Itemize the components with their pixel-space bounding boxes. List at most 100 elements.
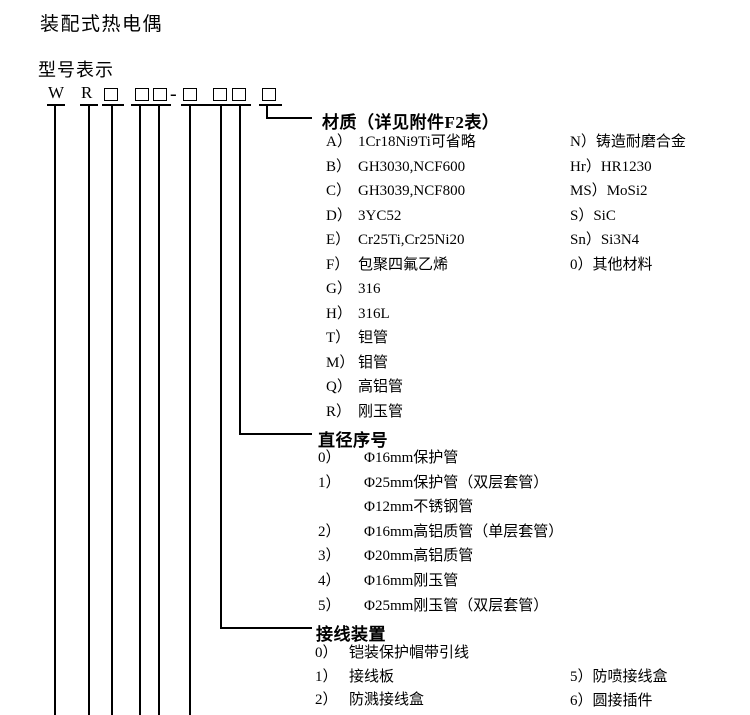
item-code: Hr） (570, 158, 601, 175)
list-item: A） 1Cr18Ni9Ti可省略 (326, 130, 476, 155)
item-name: 钼管 (358, 354, 389, 371)
item-name: GH3039,NCF800 (358, 183, 466, 199)
list-item: S）SiC (570, 204, 686, 229)
item-name: Φ16mm高铝质管（单层套管） (364, 523, 564, 540)
branch-line-diameter-horizontal (239, 433, 312, 435)
item-code: Q） (326, 379, 352, 395)
underline-box-1 (102, 104, 124, 106)
item-code: 2） (318, 523, 341, 540)
item-name: Si3N4 (600, 232, 640, 248)
item-code: G） (326, 281, 352, 297)
item-code: 6） (570, 692, 593, 709)
drop-line-box-3 (158, 106, 160, 715)
branch-line-material-horizontal (266, 117, 312, 119)
list-item: 3） Φ20mm高铝质管 (318, 544, 563, 569)
drop-line-box-4 (189, 106, 191, 715)
drop-line-r (88, 106, 90, 715)
item-code: S） (570, 207, 594, 224)
item-code: H） (326, 305, 352, 322)
section-heading-junction: 接线装置 (316, 625, 386, 644)
page-subtitle: 型号表示 (38, 60, 114, 80)
drop-line-w (54, 106, 56, 715)
item-name: 高铝管 (358, 379, 404, 395)
item-code: E） (326, 232, 351, 248)
list-item: 5）防喷接线盒 (570, 666, 668, 690)
item-code: T） (326, 330, 351, 346)
item-name: MoSi2 (606, 183, 648, 199)
branch-line-material-vertical (266, 106, 268, 119)
drop-line-box-2 (139, 106, 141, 715)
model-code-box-7 (262, 88, 276, 101)
item-code: 3） (318, 548, 341, 565)
list-item: 0） Φ16mm保护管 (318, 446, 563, 471)
item-name: Φ25mm刚玉管（双层套管） (364, 597, 549, 614)
item-code: 1） (315, 668, 338, 685)
item-code: 0） (315, 645, 338, 661)
item-code: 4） (318, 572, 341, 589)
branch-line-junction-vertical (220, 106, 222, 629)
item-name: 1Cr18Ni9Ti可省略 (358, 134, 476, 150)
model-code-letter-r: R (81, 83, 93, 102)
item-code: 0） (318, 450, 341, 466)
item-name: 刚玉管 (358, 403, 404, 420)
item-name: Φ12mm不锈钢管 (364, 499, 474, 516)
item-name: 防溅接线盒 (349, 692, 425, 709)
item-code: A） (326, 134, 352, 150)
list-item: Hr）HR1230 (570, 155, 686, 180)
list-item: 1）Φ25mm保护管（双层套管） (318, 471, 563, 496)
item-name: GH3030,NCF600 (358, 158, 466, 175)
item-code: C） (326, 183, 352, 199)
item-name: 铸造耐磨合金 (595, 134, 686, 150)
item-name: 接线板 (349, 668, 395, 685)
list-item: R） 刚玉管 (326, 400, 476, 425)
list-item: Q） 高铝管 (326, 375, 476, 400)
item-name: 3YC52 (358, 207, 402, 224)
list-item: E） Cr25Ti,Cr25Ni20 (326, 228, 476, 253)
item-name: 包聚四氟乙烯 (358, 256, 449, 273)
model-code-box-5 (213, 88, 227, 101)
list-item: F） 包聚四氟乙烯 (326, 253, 476, 278)
list-item: MS）MoSi2 (570, 179, 686, 204)
item-name: 防喷接线盒 (592, 669, 668, 685)
item-code: 0） (570, 256, 593, 273)
item-name: HR1230 (600, 158, 652, 175)
list-item: 0） 铠装保护帽带引线 (315, 642, 469, 666)
underline-r (80, 104, 98, 106)
model-code-box-1 (104, 88, 118, 101)
item-name: Φ16mm刚玉管 (364, 572, 459, 589)
list-item: G）316 (326, 277, 476, 302)
underline-w (47, 104, 65, 106)
list-item: 1） 接线板 (315, 666, 469, 690)
page-title: 装配式热电偶 (40, 14, 164, 35)
item-code: MS） (570, 183, 607, 199)
model-code-box-6 (232, 88, 246, 101)
list-item: 0）其他材料 (570, 253, 686, 278)
list-item: 2） Φ16mm高铝质管（单层套管） (318, 520, 563, 545)
list-item: 2）防溅接线盒 (315, 689, 469, 713)
list-item: N）铸造耐磨合金 (570, 130, 686, 155)
model-code-dash: - (170, 83, 177, 105)
list-item: M）钼管 (326, 351, 476, 376)
list-item: 4） Φ16mm刚玉管 (318, 569, 563, 594)
item-name: Φ16mm保护管 (364, 450, 459, 466)
item-name: Φ20mm高铝质管 (364, 548, 474, 565)
list-item: H） 316L (326, 302, 476, 327)
item-name: 316L (358, 305, 390, 322)
item-code: R） (326, 403, 352, 420)
item-code: 5） (318, 597, 341, 614)
item-name: 其他材料 (592, 256, 653, 273)
item-code: M） (326, 354, 355, 371)
list-item: B）GH3030,NCF600 (326, 155, 476, 180)
item-name: Cr25Ti,Cr25Ni20 (358, 232, 465, 248)
item-code: D） (326, 207, 352, 224)
underline-box-group-2 (131, 104, 171, 106)
item-name: SiC (593, 207, 616, 224)
list-item: Sn）Si3N4 (570, 228, 686, 253)
list-item: 5） Φ25mm刚玉管（双层套管） (318, 594, 563, 619)
item-name: 铠装保护帽带引线 (349, 645, 470, 661)
model-code-box-3 (153, 88, 167, 101)
item-name: Φ25mm保护管（双层套管） (364, 474, 549, 491)
model-code-box-2 (135, 88, 149, 101)
item-code: F） (326, 256, 350, 273)
